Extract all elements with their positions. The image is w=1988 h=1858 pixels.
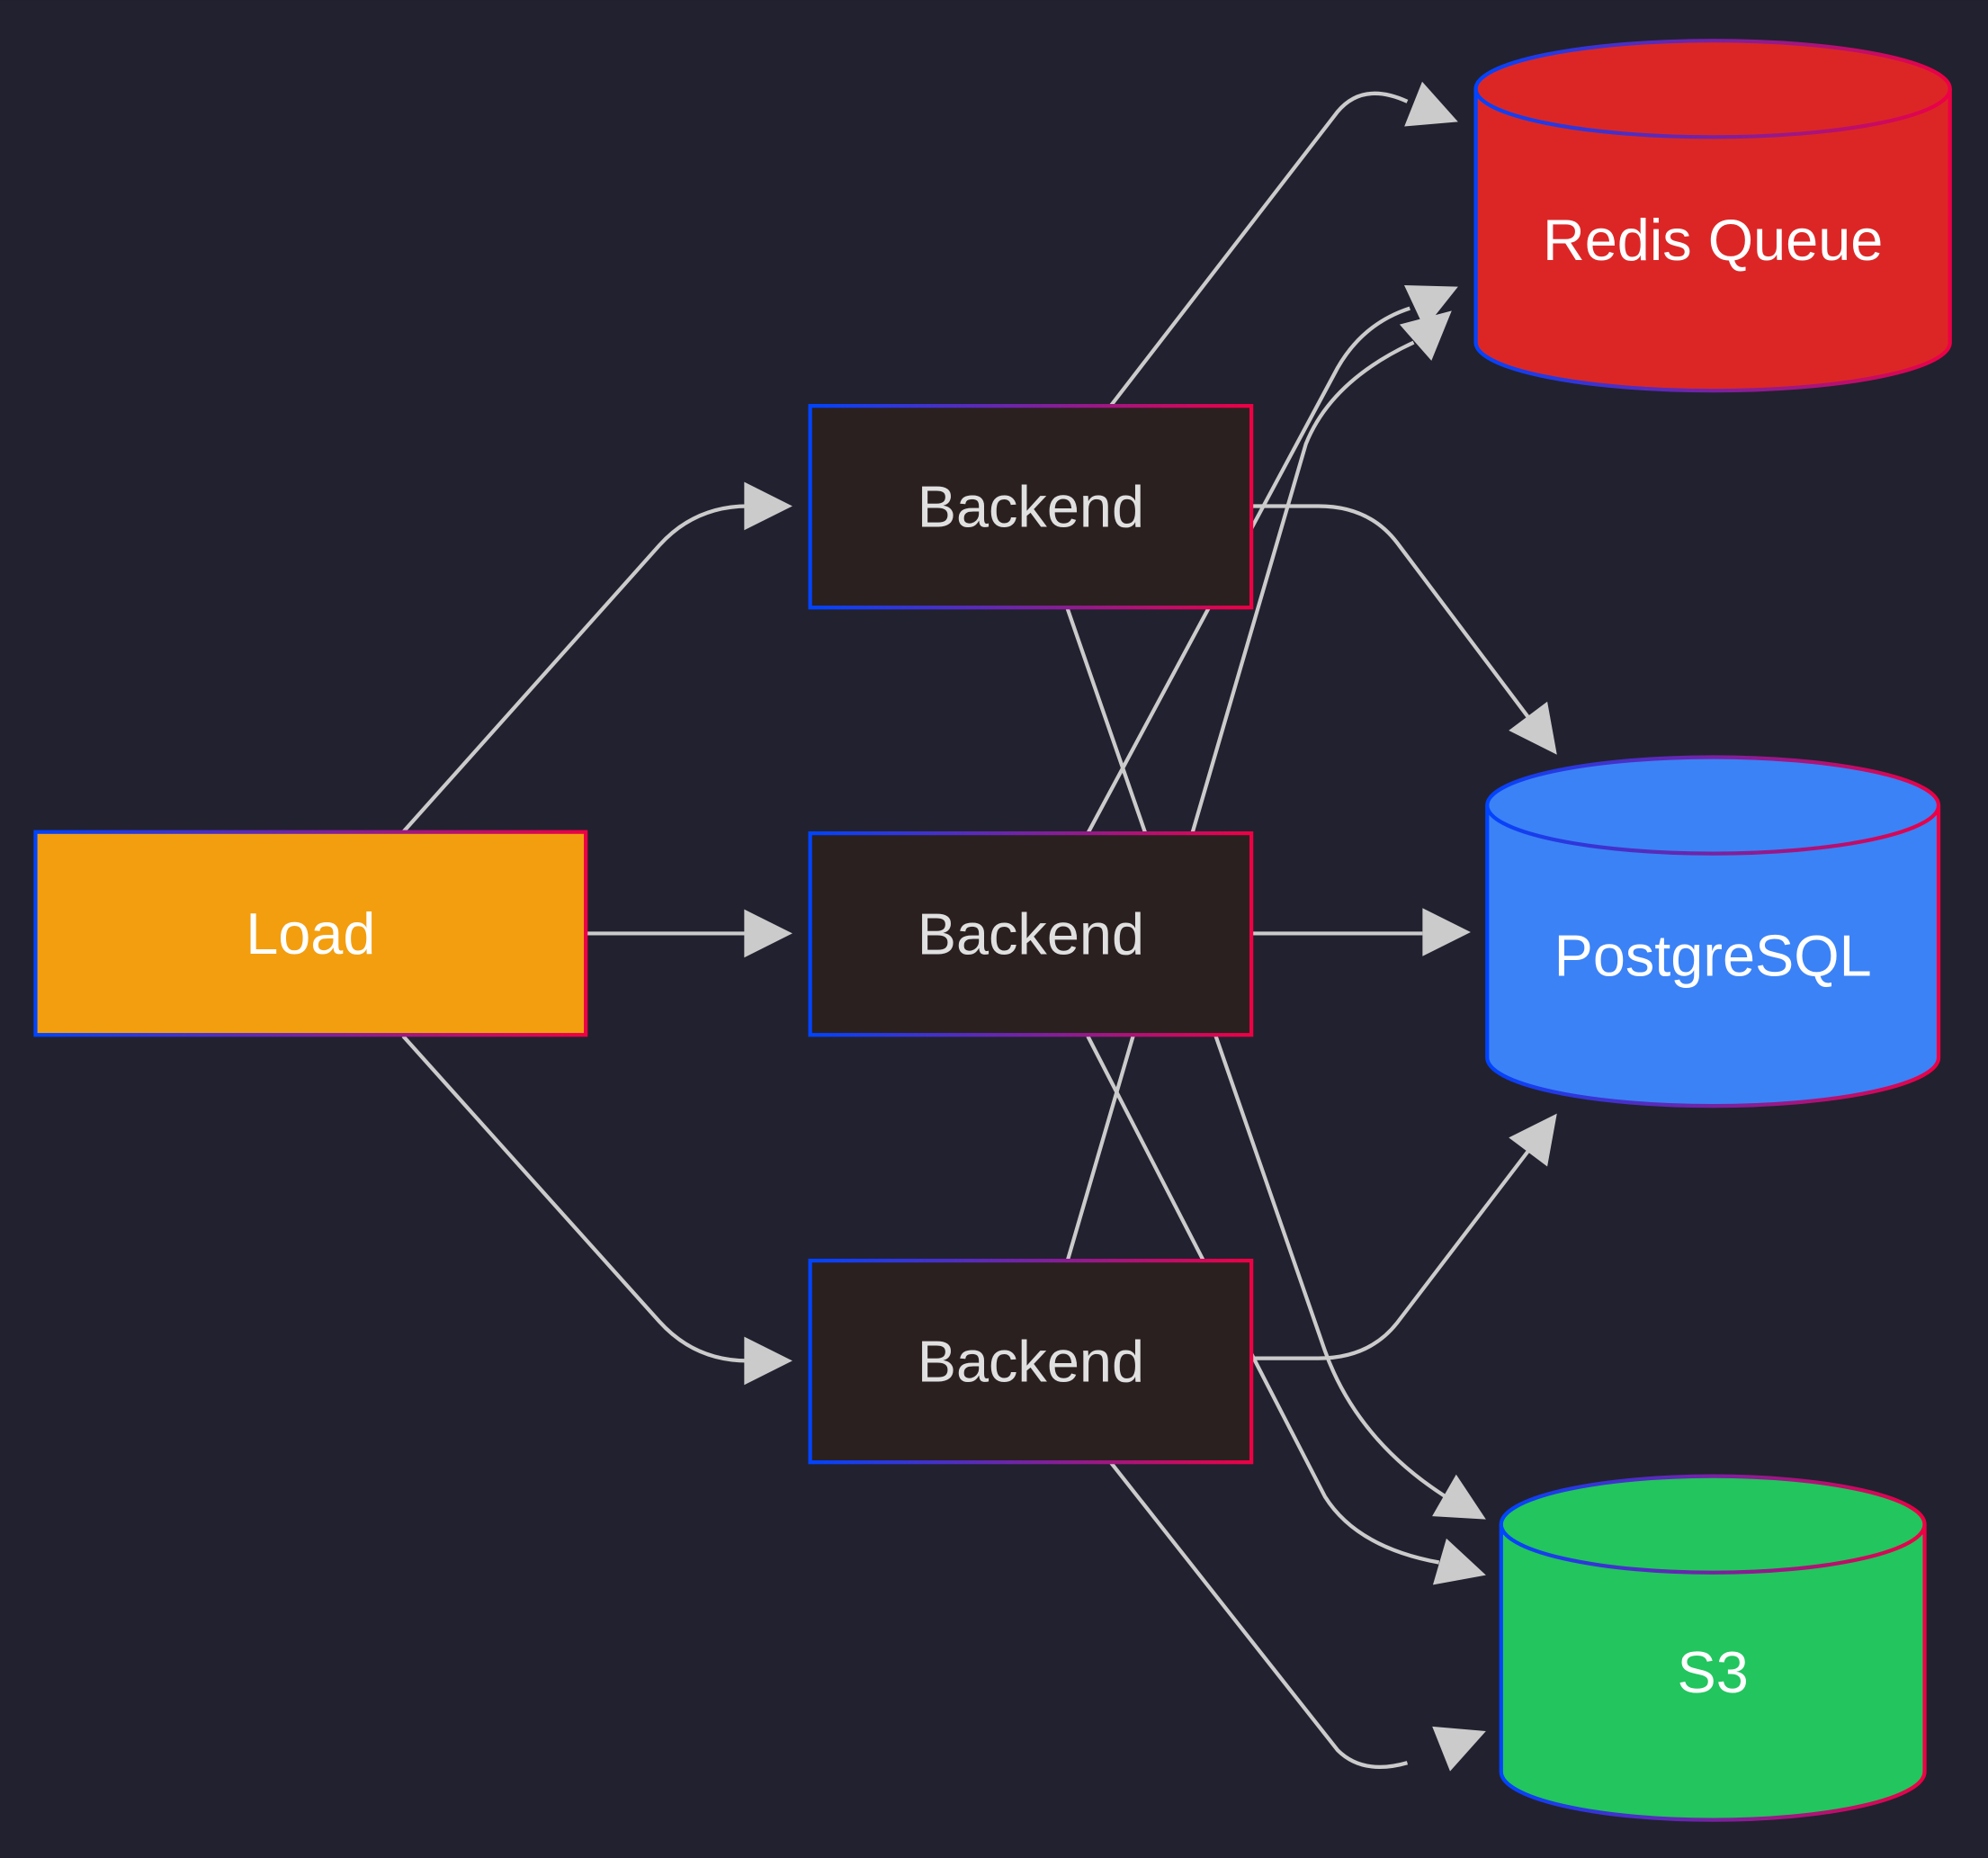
edge-load-b3	[401, 1035, 793, 1386]
arrowhead-icon	[1403, 285, 1458, 329]
arrowhead-icon	[1509, 701, 1557, 755]
arrowhead-icon	[1399, 310, 1452, 361]
arrowhead-icon	[744, 909, 793, 958]
cylinder-body	[1499, 1474, 1927, 1822]
cylinder-body	[1485, 755, 1941, 1109]
edge-b3-pg	[1252, 1113, 1557, 1360]
edge-b2-pg	[1252, 908, 1471, 956]
edge-line	[1065, 340, 1415, 1261]
arrowhead-icon	[1432, 1538, 1486, 1585]
edge-b3-redis	[1065, 310, 1452, 1261]
edge-b1-s3	[1065, 607, 1486, 1520]
edge-line	[1109, 1460, 1409, 1769]
node-redis[interactable]: Redis Queue	[1473, 39, 1952, 393]
edge-load-b2	[587, 909, 793, 958]
arrowhead-icon	[744, 481, 793, 531]
cylinder-lid	[1499, 1524, 1927, 1575]
edge-line	[1065, 607, 1446, 1499]
edge-line	[1086, 306, 1410, 835]
node-s3[interactable]: S3	[1499, 1474, 1927, 1822]
node-b2[interactable]: Backend	[808, 830, 1254, 1037]
node-box	[808, 1258, 1254, 1465]
edge-line	[1086, 1035, 1440, 1565]
edge-b1-redis	[1108, 81, 1458, 408]
arrowhead-icon	[1432, 1726, 1486, 1772]
node-label: Backend	[918, 474, 1144, 540]
edge-line	[1252, 504, 1530, 718]
node-label: S3	[1678, 1639, 1749, 1705]
node-box	[808, 403, 1254, 610]
edge-line	[1108, 91, 1409, 408]
arrowhead-icon	[1422, 908, 1471, 956]
edge-line	[401, 504, 748, 834]
edge-line	[1252, 1150, 1530, 1360]
node-label: Load	[246, 901, 375, 966]
edge-b3-s3	[1109, 1460, 1486, 1772]
node-box	[33, 830, 588, 1037]
edge-line	[401, 1035, 748, 1363]
node-b1[interactable]: Backend	[808, 403, 1254, 610]
arrowhead-icon	[1432, 1474, 1486, 1520]
edge-load-b1	[401, 481, 793, 834]
node-label: PostgreSQL	[1554, 923, 1872, 989]
arrowhead-icon	[744, 1336, 793, 1386]
node-label: Redis Queue	[1543, 207, 1883, 273]
arrowhead-icon	[1509, 1113, 1557, 1167]
edge-b2-redis	[1086, 285, 1458, 835]
node-pg[interactable]: PostgreSQL	[1485, 755, 1941, 1109]
edges-layer	[401, 81, 1557, 1772]
node-label: Backend	[918, 902, 1144, 967]
node-box	[808, 830, 1254, 1037]
edge-b2-s3	[1086, 1035, 1486, 1585]
cylinder-lid	[1485, 804, 1941, 856]
node-b3[interactable]: Backend	[808, 1258, 1254, 1465]
cylinder-body	[1473, 39, 1952, 393]
node-load[interactable]: Load	[33, 830, 588, 1037]
node-label: Backend	[918, 1329, 1144, 1395]
cylinder-lid	[1473, 88, 1952, 139]
arrowhead-icon	[1404, 81, 1458, 127]
edge-b1-pg	[1252, 504, 1557, 755]
